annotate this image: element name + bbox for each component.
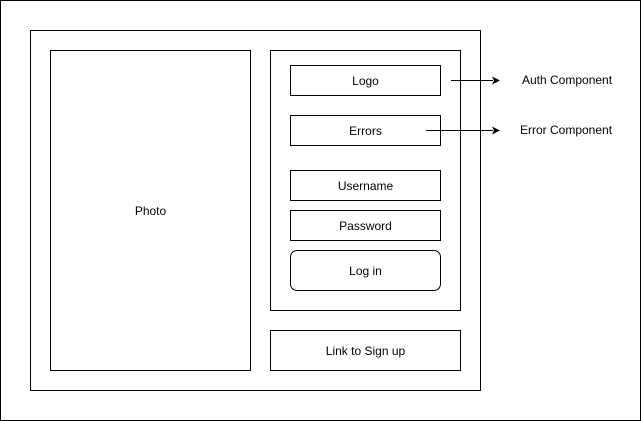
photo-box: Photo: [50, 50, 251, 371]
error-arrow: [426, 126, 500, 135]
signup-link-box[interactable]: Link to Sign up: [270, 330, 461, 371]
errors-box: Errors: [290, 115, 441, 146]
error-component-annotation: Error Component: [520, 123, 613, 137]
signup-label: Link to Sign up: [325, 343, 406, 358]
auth-component-annotation: Auth Component: [522, 73, 613, 87]
auth-arrow: [451, 76, 500, 85]
password-label: Password: [339, 218, 392, 233]
login-label: Log in: [349, 263, 382, 278]
username-field[interactable]: Username: [290, 170, 441, 201]
login-button[interactable]: Log in: [290, 250, 441, 291]
photo-label: Photo: [134, 203, 167, 218]
username-label: Username: [337, 178, 394, 193]
logo-box: Logo: [290, 65, 441, 96]
errors-label: Errors: [349, 123, 382, 138]
logo-label: Logo: [352, 73, 379, 88]
password-field[interactable]: Password: [290, 210, 441, 241]
